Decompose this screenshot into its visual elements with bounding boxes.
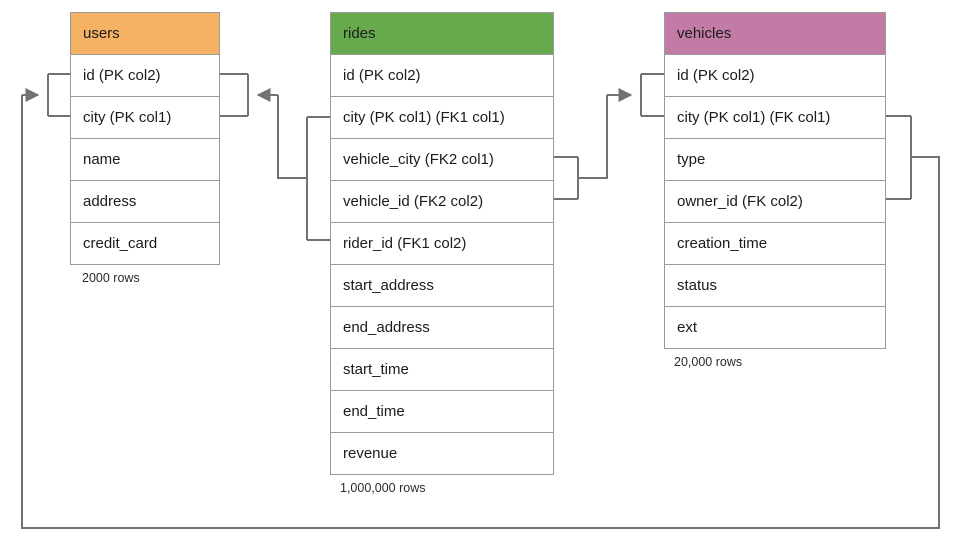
- field-rides-end-address[interactable]: end_address: [331, 307, 553, 349]
- field-vehicles-creation-time[interactable]: creation_time: [665, 223, 885, 265]
- row-count-rides: 1,000,000 rows: [340, 481, 426, 495]
- field-rides-start-time[interactable]: start_time: [331, 349, 553, 391]
- entity-table-users[interactable]: users id (PK col2) city (PK col1) name a…: [70, 12, 220, 265]
- field-users-id[interactable]: id (PK col2): [71, 55, 219, 97]
- field-rides-revenue[interactable]: revenue: [331, 433, 553, 475]
- field-rides-rider-id[interactable]: rider_id (FK1 col2): [331, 223, 553, 265]
- field-vehicles-id[interactable]: id (PK col2): [665, 55, 885, 97]
- field-users-address[interactable]: address: [71, 181, 219, 223]
- entity-header-vehicles: vehicles: [665, 13, 885, 55]
- entity-header-users: users: [71, 13, 219, 55]
- wire-rides-fk2-to-vehicles: [554, 73, 664, 200]
- row-count-vehicles: 20,000 rows: [674, 355, 743, 369]
- field-rides-id[interactable]: id (PK col2): [331, 55, 553, 97]
- field-rides-start-address[interactable]: start_address: [331, 265, 553, 307]
- field-rides-vehicle-id[interactable]: vehicle_id (FK2 col2): [331, 181, 553, 223]
- field-vehicles-status[interactable]: status: [665, 265, 885, 307]
- field-users-name[interactable]: name: [71, 139, 219, 181]
- row-count-users: 2000 rows: [82, 271, 140, 285]
- field-vehicles-ext[interactable]: ext: [665, 307, 885, 349]
- field-vehicles-city[interactable]: city (PK col1) (FK col1): [665, 97, 885, 139]
- field-users-city[interactable]: city (PK col1): [71, 97, 219, 139]
- field-rides-end-time[interactable]: end_time: [331, 391, 553, 433]
- field-vehicles-type[interactable]: type: [665, 139, 885, 181]
- entity-table-rides[interactable]: rides id (PK col2) city (PK col1) (FK1 c…: [330, 12, 554, 475]
- field-vehicles-owner-id[interactable]: owner_id (FK col2): [665, 181, 885, 223]
- entity-table-vehicles[interactable]: vehicles id (PK col2) city (PK col1) (FK…: [664, 12, 886, 349]
- field-rides-city[interactable]: city (PK col1) (FK1 col1): [331, 97, 553, 139]
- wire-rides-fk1-to-users: [220, 73, 330, 241]
- field-rides-vehicle-city[interactable]: vehicle_city (FK2 col1): [331, 139, 553, 181]
- field-users-credit-card[interactable]: credit_card: [71, 223, 219, 265]
- entity-header-rides: rides: [331, 13, 553, 55]
